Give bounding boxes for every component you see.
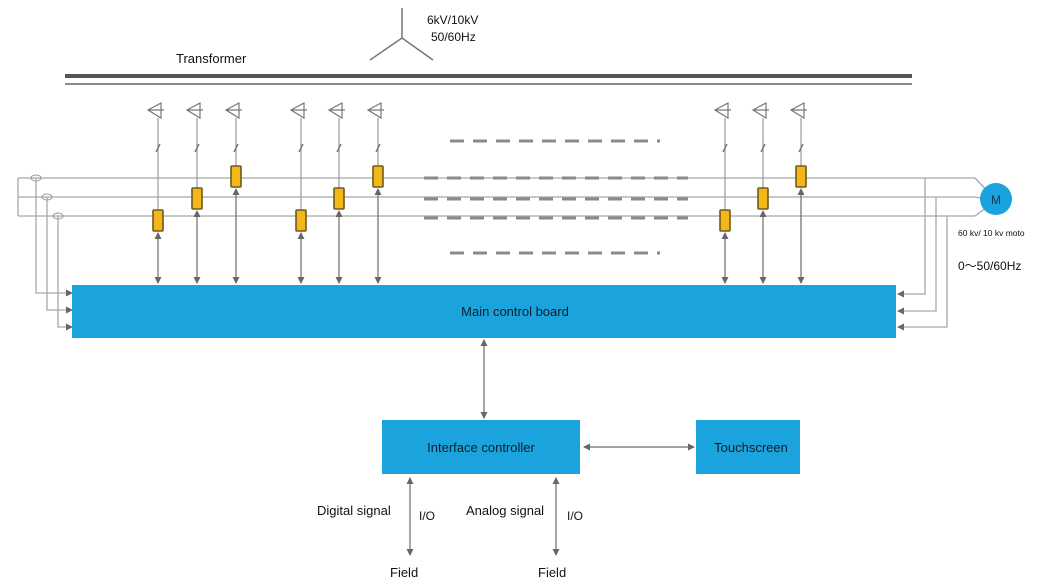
switch-icon <box>798 143 804 153</box>
power-cell-column <box>146 101 164 284</box>
power-cell-column <box>789 101 807 284</box>
power-cell-icon <box>333 187 345 210</box>
power-cell-icon <box>230 165 242 188</box>
interface-controller <box>382 420 580 474</box>
secondary-winding-icon <box>327 101 345 120</box>
field-right-label: Field <box>538 565 566 580</box>
power-cell-icon <box>372 165 384 188</box>
secondary-winding-icon <box>751 101 769 120</box>
secondary-winding-icon <box>289 101 307 120</box>
digital-signal-label: Digital signal <box>317 503 391 518</box>
power-cell-icon <box>152 209 164 232</box>
io-right-label: I/O <box>567 509 583 523</box>
continuation-dashes <box>424 139 688 255</box>
power-cell-column <box>224 101 242 284</box>
power-cell-icon <box>719 209 731 232</box>
touchscreen <box>696 420 800 474</box>
power-cell-columns <box>146 101 807 284</box>
secondary-winding-icon <box>146 101 164 120</box>
motor-symbol: M <box>991 193 1001 207</box>
motor-frequency: 0～50/60Hz <box>958 259 1021 273</box>
power-cell-column <box>751 101 769 284</box>
touchscreen-label: Touchscreen <box>714 440 788 455</box>
secondary-winding-icon <box>224 101 242 120</box>
supply-symbol <box>369 8 434 61</box>
main-control-board <box>72 285 896 338</box>
switch-icon <box>155 143 161 153</box>
main-control-board-label: Main control board <box>461 304 569 319</box>
switch-icon <box>233 143 239 153</box>
switch-icon <box>760 143 766 153</box>
right-feedback-lines <box>897 178 948 331</box>
left-feedback-lines <box>35 178 73 331</box>
motor-label: 60 kv/ 10 kv moto <box>958 228 1025 238</box>
switch-icon <box>722 143 728 153</box>
supply-frequency: 50/60Hz <box>431 30 476 44</box>
motor-icon <box>980 183 1012 215</box>
switch-icon <box>298 143 304 153</box>
power-cell-column <box>289 101 307 284</box>
power-cell-column <box>713 101 731 284</box>
transformer-label: Transformer <box>176 51 247 66</box>
secondary-winding-icon <box>789 101 807 120</box>
switch-icon <box>375 143 381 153</box>
switch-icon <box>336 143 342 153</box>
interface-controller-label: Interface controller <box>427 440 535 455</box>
secondary-winding-icon <box>713 101 731 120</box>
supply-voltage: 6kV/10kV <box>427 13 478 27</box>
field-left-label: Field <box>390 565 418 580</box>
secondary-winding-icon <box>185 101 203 120</box>
power-cell-column <box>366 101 384 284</box>
power-cell-column <box>327 101 345 284</box>
power-cell-column <box>185 101 203 284</box>
phase-lines <box>17 177 991 217</box>
switch-icon <box>194 143 200 153</box>
power-cell-icon <box>191 187 203 210</box>
secondary-winding-icon <box>366 101 384 120</box>
io-left-label: I/O <box>419 509 435 523</box>
analog-signal-label: Analog signal <box>466 503 544 518</box>
power-cell-icon <box>757 187 769 210</box>
power-cell-icon <box>295 209 307 232</box>
power-cell-icon <box>795 165 807 188</box>
